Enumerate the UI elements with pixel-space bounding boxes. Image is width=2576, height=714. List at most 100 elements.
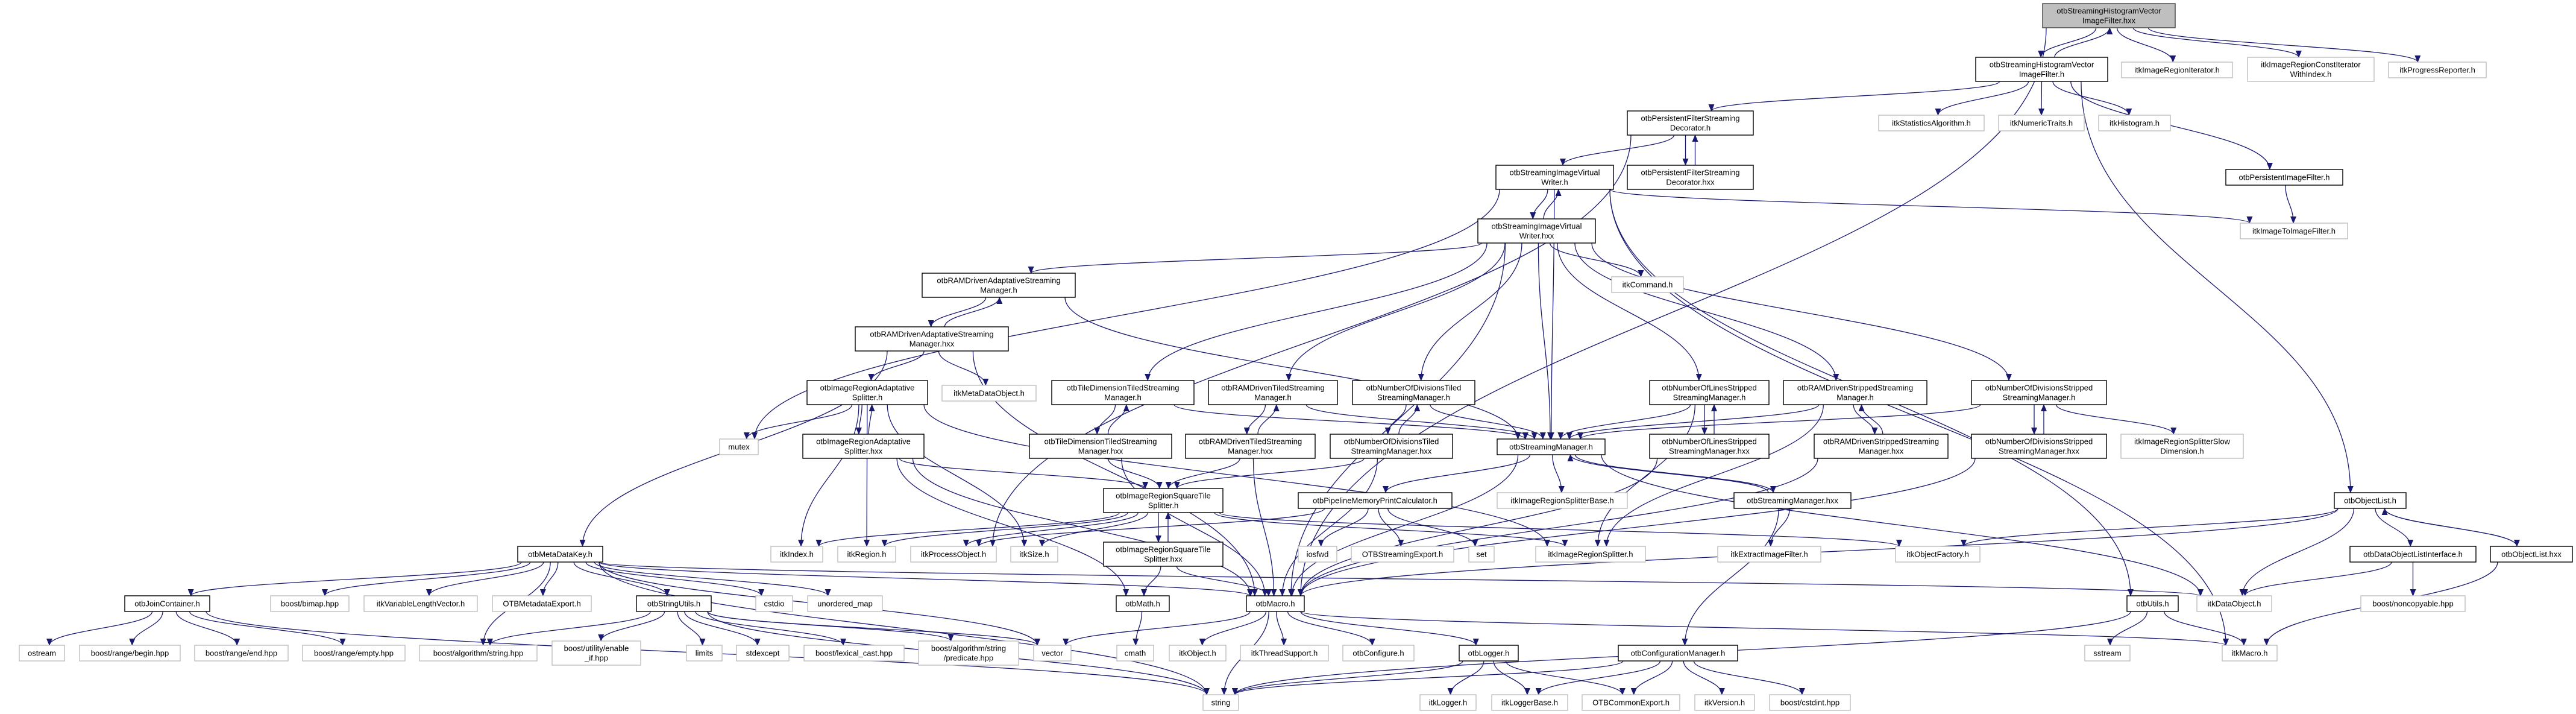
graph-node-itk-hist: itkHistogram.h (2098, 115, 2171, 131)
node-box (803, 645, 905, 662)
node-label: otbStreamingManager.h (1509, 443, 1593, 452)
edge-adsplit_hxx-to-adsplit_h (868, 404, 875, 435)
graph-node-pmpc[interactable]: otbPipelineMemoryPrintCalculator.h (1298, 492, 1453, 509)
edge-pfsd_h-to-itk_processobj (990, 134, 1632, 547)
edge-ramtiled_hxx-to-square_h (1165, 458, 1240, 489)
graph-node-root[interactable]: otbStreamingHistogramVectorImageFilter.h… (2042, 3, 2176, 28)
node-label: otbNumberOfLinesStripped (1662, 384, 1757, 393)
node-label: vector (1041, 649, 1063, 658)
edge-ramad_hxx-to-adsplit_h (868, 350, 925, 381)
node-label: itkVariableLengthVector.h (377, 599, 465, 608)
node-label: unordered_map (817, 599, 873, 608)
node-label: /predicate.hpp (944, 654, 993, 663)
graph-node-numdivtiled-h[interactable]: otbNumberOfDivisionsTiledStreamingManage… (1352, 380, 1475, 405)
edge-tiledim_hxx-to-square_h (1107, 458, 1163, 489)
graph-node-joincontainer[interactable]: otbJoinContainer.h (124, 595, 210, 612)
node-box (1491, 694, 1568, 711)
node-box (1582, 694, 1680, 711)
graph-node-persist-img[interactable]: otbPersistentImageFilter.h (2225, 169, 2343, 186)
edge-root-to-itk_constiter (2132, 27, 2302, 58)
graph-node-otb-utils[interactable]: otbUtils.h (2126, 595, 2179, 612)
edge-sm_h-to-otb_macro (1289, 454, 1519, 596)
graph-node-metadatakey[interactable]: otbMetaDataKey.h (517, 546, 603, 563)
edge-metadatakey-to-itk_varlen (426, 561, 544, 596)
graph-node-range-end: boost/range/end.hpp (194, 645, 289, 662)
graph-node-numlines-hxx[interactable]: otbNumberOfLinesStrippedStreamingManager… (1649, 434, 1770, 459)
graph-node-objlist-hxx[interactable]: otbObjectList.hxx (2490, 546, 2573, 563)
graph-node-sm-h[interactable]: otbStreamingManager.h (1497, 438, 1606, 455)
edge-confmgr-to-otb_commonexport (1630, 660, 1673, 695)
graph-node-stringutils[interactable]: otbStringUtils.h (636, 595, 712, 612)
graph-node-otb-macro[interactable]: otbMacro.h (1246, 595, 1305, 612)
graph-node-tiledim-hxx[interactable]: otbTileDimensionTiledStreamingManager.hx… (1029, 434, 1172, 459)
node-layer: otbStreamingHistogramVectorImageFilter.h… (19, 3, 2573, 711)
edge-stringutils-to-algo_string (487, 611, 651, 646)
node-label: otbMath.h (1125, 599, 1160, 608)
node-box (124, 595, 210, 612)
node-label: otbRAMDrivenTiledStreaming (1199, 437, 1302, 446)
graph-node-numdivstrip-h[interactable]: otbNumberOfDivisionsStrippedStreamingMan… (1971, 380, 2107, 405)
graph-node-itk-extract: itkExtractImageFilter.h (1717, 546, 1821, 563)
graph-node-objlist-h[interactable]: otbObjectList.h (2334, 492, 2407, 509)
node-box (1497, 492, 1628, 509)
graph-node-cmath: cmath (1116, 645, 1154, 662)
node-label: StreamingManager.h (1673, 393, 1746, 402)
graph-node-numdivstrip-hxx[interactable]: otbNumberOfDivisionsStrippedStreamingMan… (1971, 434, 2107, 459)
node-box (1051, 380, 1195, 405)
graph-node-otb-configure: otbConfigure.h (1342, 645, 1415, 662)
graph-node-ramad-hxx[interactable]: otbRAMDrivenAdaptativeStreamingManager.h… (855, 326, 1009, 352)
graph-node-otb-math[interactable]: otbMath.h (1116, 595, 1170, 612)
node-label: boost/algorithm/string.hpp (433, 649, 524, 658)
graph-node-pfsd-hxx[interactable]: otbPersistentFilterStreamingDecorator.hx… (1627, 165, 1754, 190)
graph-node-dolist-iface[interactable]: otbDataObjectListInterface.h (2349, 546, 2477, 563)
graph-node-numlines-h[interactable]: otbNumberOfLinesStrippedStreamingManager… (1649, 380, 1770, 405)
node-box (1103, 542, 1224, 567)
edge-confmgr-to-cstdint (1693, 660, 1805, 695)
edge-numdivstrip_h-to-sm_h (1577, 404, 1981, 440)
edge-square_hxx-to-otb_math (1141, 566, 1161, 596)
graph-node-confmgr[interactable]: otbConfigurationManager.h (1618, 645, 1738, 662)
graph-node-numdivtiled-hxx[interactable]: otbNumberOfDivisionsTiledStreamingManage… (1330, 434, 1453, 459)
graph-node-itk-processobj: itkProcessObject.h (910, 546, 997, 563)
node-label: itkMacro.h (2232, 649, 2268, 658)
node-box (755, 595, 793, 612)
node-label: itkDataObject.h (2208, 599, 2261, 608)
node-label: otbImageRegionAdaptative (816, 437, 911, 446)
graph-node-cstdio: cstdio (755, 595, 793, 612)
node-label: otbMacro.h (1255, 599, 1295, 608)
node-label: Decorator.h (1670, 124, 1711, 133)
edge-tiledim_h-to-tiledim_hxx (1094, 404, 1116, 435)
node-box (1246, 595, 1305, 612)
edge-metadatakey-to-bimap (322, 561, 531, 596)
node-box (1033, 645, 1072, 662)
node-box (1103, 488, 1224, 513)
graph-node-ostream: ostream (19, 645, 65, 662)
node-box (1611, 276, 1684, 293)
graph-node-sm-hxx[interactable]: otbStreamingManager.hxx (1733, 492, 1852, 509)
edge-pmpc-to-set (1387, 508, 1478, 547)
edge-sivw_h-to-itk_macro (1609, 189, 2229, 646)
edge-ramtiled_hxx-to-ramtiled_h (1257, 404, 1280, 435)
node-label: StreamingManager.hxx (1669, 447, 1750, 456)
edge-sivw_hxx-to-numdivstrip_h (1591, 242, 2012, 381)
graph-node-otb-logger[interactable]: otbLogger.h (1459, 645, 1519, 662)
edge-metadatakey-to-unordered_map (594, 561, 831, 596)
edge-numdivtiled_hxx-to-otb_macro (1279, 458, 1378, 596)
edge-metadatakey-to-stringutils (573, 561, 670, 596)
node-label: otbRAMDrivenAdaptativeStreaming (870, 330, 993, 339)
node-box (1185, 434, 1316, 459)
